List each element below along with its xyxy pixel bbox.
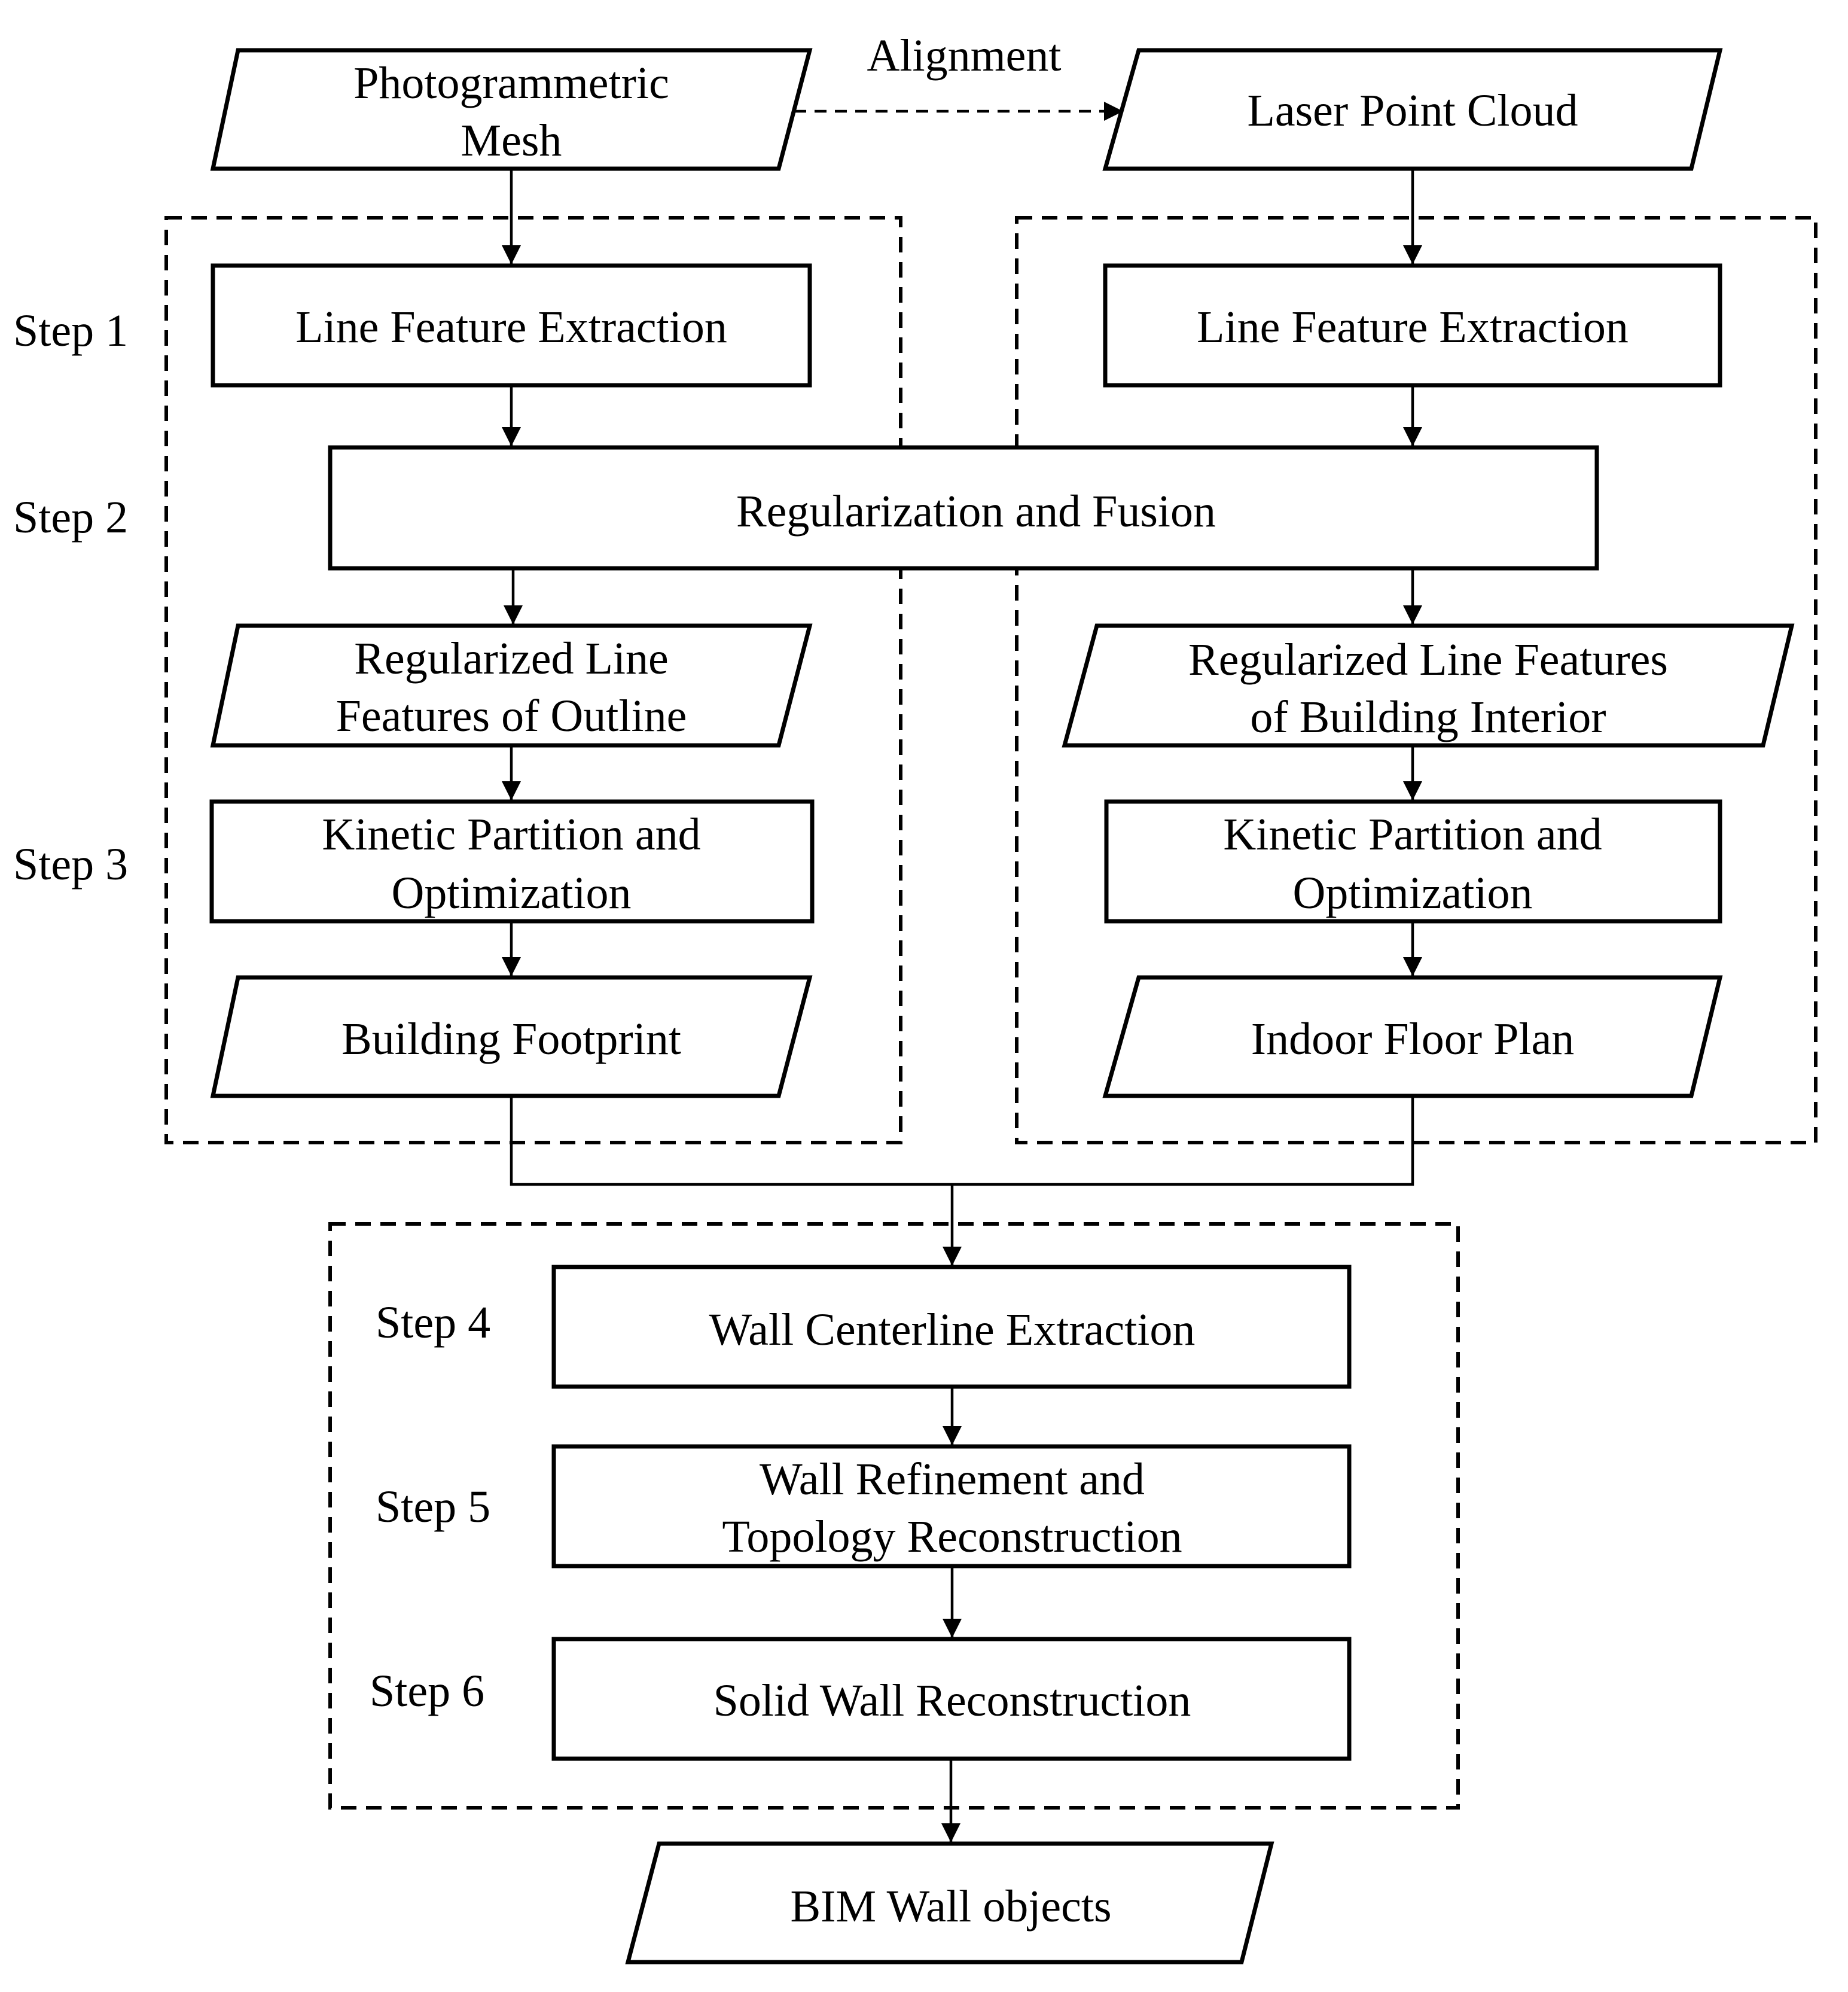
node-label-line: of Building Interior <box>1250 692 1606 742</box>
step-label-5: Step 5 <box>376 1482 490 1532</box>
node-wall-centerline-extraction: Wall Centerline Extraction <box>551 1265 1352 1389</box>
node-photogrammetric-mesh: Photogrammetric Mesh <box>210 48 813 171</box>
node-kinetic-partition-left: Kinetic Partition and Optimization <box>209 799 815 924</box>
bottom-dashed-group <box>328 1222 1460 1810</box>
alignment-label: Alignment <box>867 31 1061 81</box>
node-label-line: Wall Refinement and <box>760 1454 1145 1504</box>
node-label-line: Line Feature Extraction <box>295 302 727 352</box>
node-regularized-interior: Regularized Line Features of Building In… <box>1062 623 1795 748</box>
step-label-1: Step 1 <box>13 306 128 356</box>
node-label-line: Indoor Floor Plan <box>1251 1014 1574 1064</box>
node-label-line: Regularization and Fusion <box>736 486 1216 537</box>
node-building-footprint: Building Footprint <box>210 975 813 1098</box>
node-regularization-fusion: Regularization and Fusion <box>328 445 1599 571</box>
node-regularized-outline: Regularized Line Features of Outline <box>210 623 813 748</box>
merge-connector <box>510 1097 1414 1186</box>
node-label-line: Line Feature Extraction <box>1197 302 1629 352</box>
node-kinetic-partition-right: Kinetic Partition and Optimization <box>1104 799 1722 924</box>
node-label-line: Optimization <box>391 868 631 918</box>
step-label-3: Step 3 <box>13 839 128 890</box>
right-dashed-group <box>1015 216 1817 1144</box>
node-bim-wall-objects: BIM Wall objects <box>625 1841 1274 1964</box>
left-dashed-group <box>164 216 902 1144</box>
node-label-line: Optimization <box>1292 868 1532 918</box>
node-solid-wall-reconstruction: Solid Wall Reconstruction <box>551 1637 1352 1761</box>
node-label-line: Regularized Line <box>354 633 668 684</box>
node-indoor-floor-plan: Indoor Floor Plan <box>1102 975 1723 1098</box>
node-label-line: Topology Reconstruction <box>722 1512 1182 1562</box>
node-label-line: Laser Point Cloud <box>1247 86 1578 136</box>
node-label-line: BIM Wall objects <box>790 1881 1111 1932</box>
step-label-2: Step 2 <box>13 492 128 543</box>
node-label-line: Features of Outline <box>336 691 687 741</box>
node-line-feature-extraction-right: Line Feature Extraction <box>1103 263 1722 388</box>
node-label-line: Mesh <box>461 115 562 166</box>
node-label-line: Kinetic Partition and <box>322 809 700 860</box>
node-line-feature-extraction-left: Line Feature Extraction <box>211 263 812 388</box>
node-label-line: Solid Wall Reconstruction <box>713 1676 1191 1726</box>
step-label-6: Step 6 <box>370 1666 484 1716</box>
node-label-line: Regularized Line Features <box>1188 635 1668 685</box>
node-wall-refinement: Wall Refinement and Topology Reconstruct… <box>551 1444 1352 1568</box>
step-label-4: Step 4 <box>376 1297 490 1348</box>
node-label-line: Photogrammetric <box>353 58 669 108</box>
node-label-line: Building Footprint <box>341 1014 681 1064</box>
node-label-line: Wall Centerline Extraction <box>709 1305 1196 1355</box>
node-laser-point-cloud: Laser Point Cloud <box>1102 48 1723 171</box>
node-label-line: Kinetic Partition and <box>1223 809 1602 860</box>
